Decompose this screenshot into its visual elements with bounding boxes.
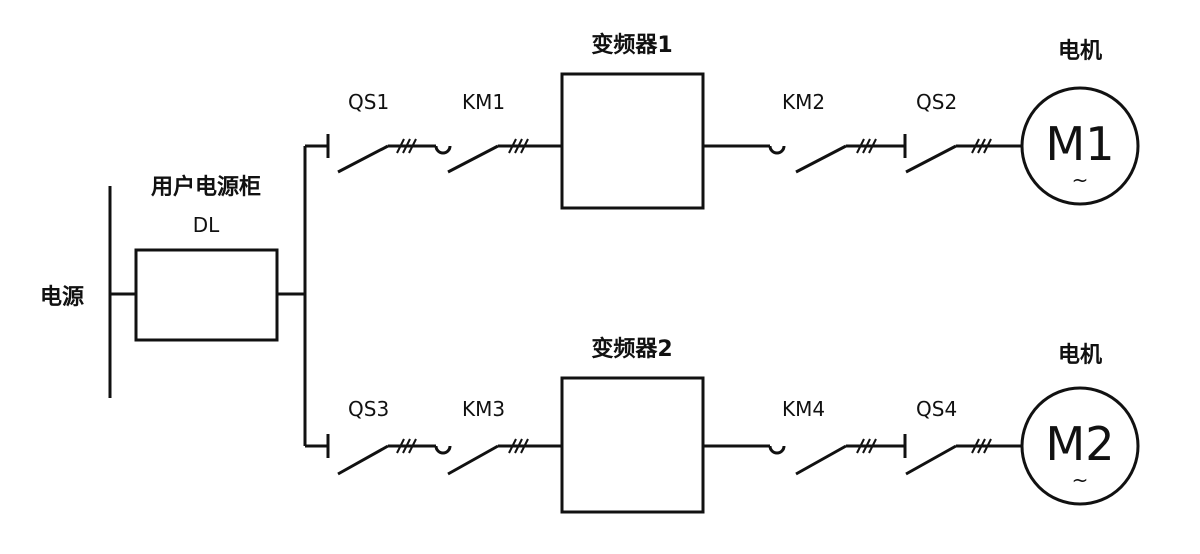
inverter-2-box (560, 376, 705, 514)
qs4-pole-mark (977, 438, 986, 454)
qs2-pole-mark (971, 138, 980, 154)
inverter-2-label: 变频器2 (591, 336, 672, 362)
km1-pole-mark (508, 138, 517, 154)
km3-pole-mark (514, 438, 523, 454)
km1-fixed-contact (434, 145, 452, 155)
km1-label: KM1 (462, 90, 505, 114)
km4-blade (795, 444, 847, 476)
qs2-pole-mark (983, 138, 992, 154)
qs2-label: QS2 (916, 90, 957, 114)
motor-2-circle (1020, 386, 1140, 506)
motor-1-name: M1 (1046, 117, 1115, 171)
km2-pole-mark (856, 138, 865, 154)
cabinet-title: 用户电源柜 (151, 174, 261, 200)
km4-pole-mark (868, 438, 877, 454)
branch-2: QS3 KM3 变频器2 KM4 QS4 电机 (305, 336, 1140, 514)
km4-fixed-contact (768, 445, 786, 455)
qs1-pole-mark (408, 138, 417, 154)
motor-1-title: 电机 (1058, 39, 1102, 64)
km3-label: KM3 (462, 397, 505, 421)
km2-blade (795, 144, 847, 174)
inverter-1-box (560, 72, 705, 210)
cabinet-code: DL (193, 213, 220, 237)
motor-1-circle (1020, 86, 1140, 206)
km3-pole-mark (520, 438, 529, 454)
qs4-label: QS4 (916, 397, 957, 421)
qs3-pole-mark (408, 438, 417, 454)
motor-2-name: M2 (1046, 417, 1115, 471)
km1-pole-mark (520, 138, 529, 154)
inverter-1-label: 变频器1 (591, 32, 672, 58)
qs2-blade (905, 144, 957, 174)
km2-fixed-contact (768, 145, 786, 155)
motor-1-ac-symbol: ~ (1072, 168, 1089, 192)
km3-fixed-contact (434, 445, 452, 455)
km4-label: KM4 (782, 397, 825, 421)
source-label: 电源 (40, 285, 84, 310)
km2-pole-mark (862, 138, 871, 154)
qs3-pole-mark (396, 438, 405, 454)
km2-pole-mark (868, 138, 877, 154)
km1-pole-mark (514, 138, 523, 154)
qs3-label: QS3 (348, 397, 389, 421)
qs4-pole-mark (983, 438, 992, 454)
branch-1: QS1 KM1 变频器1 KM2 QS2 电机 (305, 32, 1140, 210)
km4-pole-mark (862, 438, 871, 454)
qs1-pole-mark (402, 138, 411, 154)
qs4-blade (905, 444, 957, 476)
user-power-cabinet-box (134, 248, 279, 342)
qs2-pole-mark (977, 138, 986, 154)
qs3-blade (337, 444, 389, 476)
km3-pole-mark (508, 438, 517, 454)
qs3-pole-mark (402, 438, 411, 454)
km1-blade (447, 144, 499, 174)
km3-blade (447, 444, 499, 476)
km4-pole-mark (856, 438, 865, 454)
motor-2-title: 电机 (1058, 343, 1102, 368)
motor-2-ac-symbol: ~ (1072, 468, 1089, 492)
qs1-blade (337, 144, 389, 174)
qs4-pole-mark (971, 438, 980, 454)
qs1-pole-mark (396, 138, 405, 154)
km2-label: KM2 (782, 90, 825, 114)
qs1-label: QS1 (348, 90, 389, 114)
